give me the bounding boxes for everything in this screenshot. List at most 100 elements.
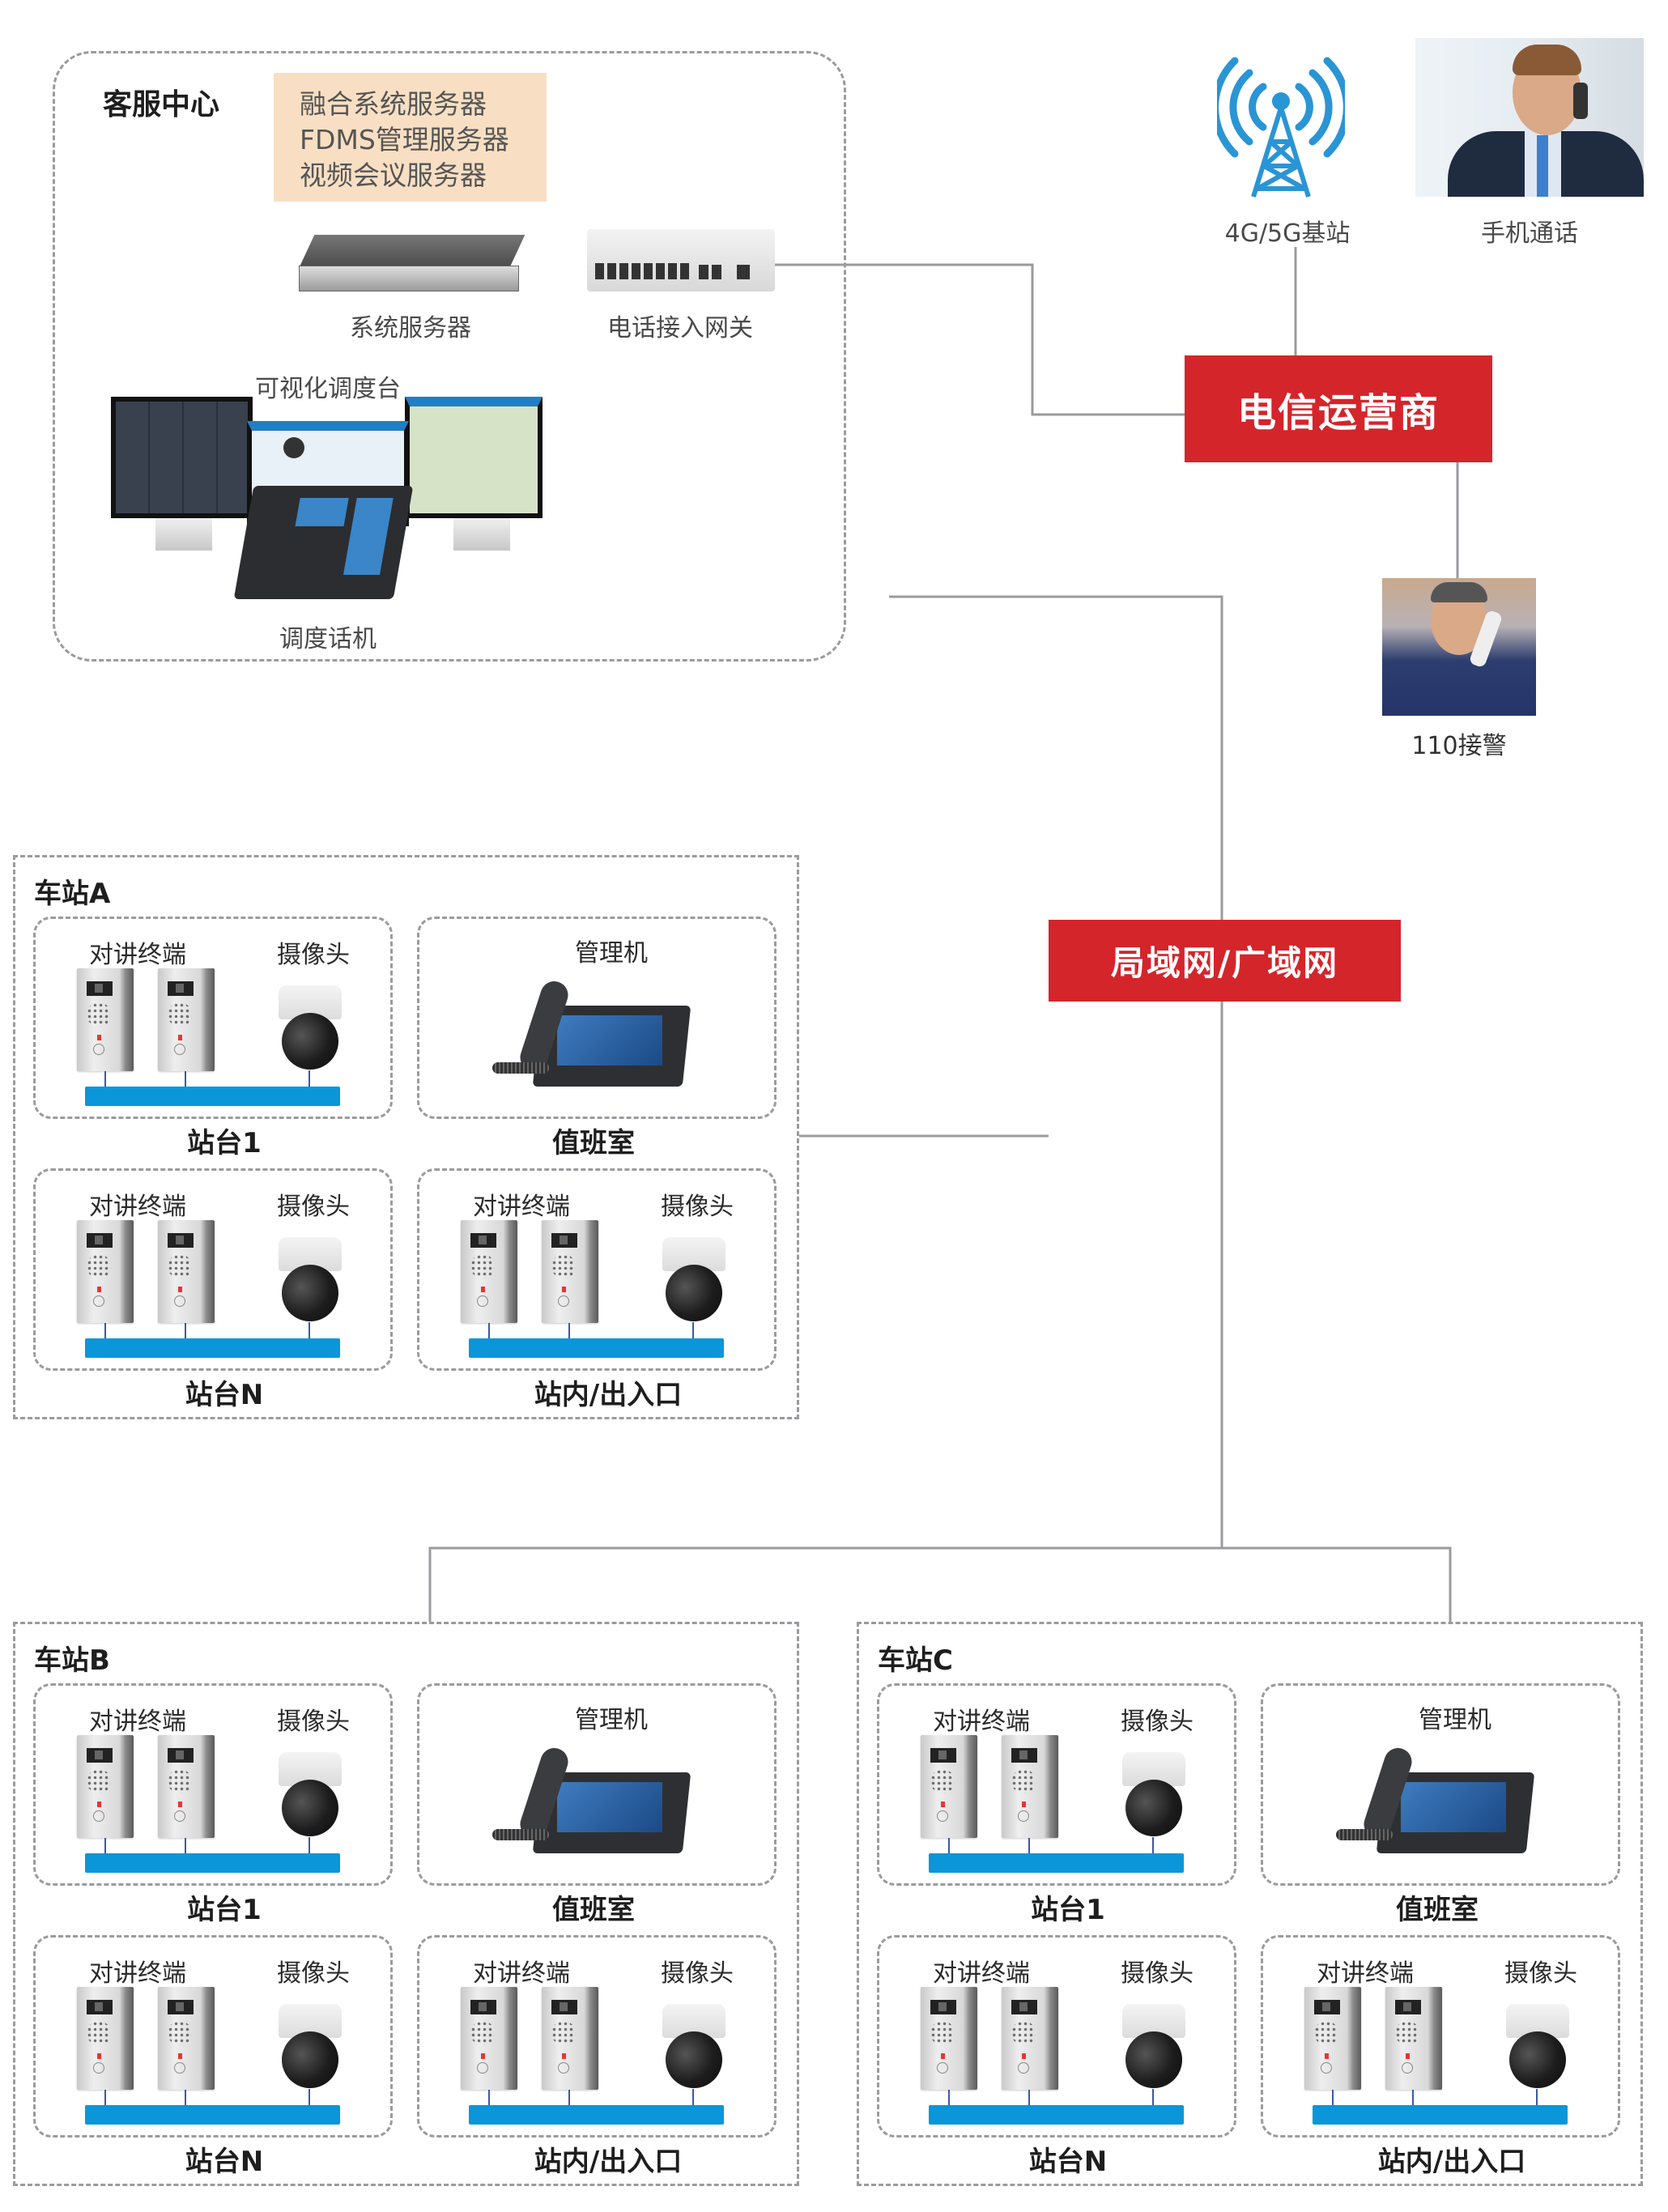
intercom-terminal-icon <box>158 1987 215 2090</box>
cable-line <box>104 1323 106 1339</box>
cable-line <box>104 1071 106 1087</box>
dispatch-phone-label: 调度话机 <box>279 625 377 653</box>
cable-line <box>948 2090 950 2106</box>
cable-line <box>488 1323 490 1339</box>
intercom-label: 对讲终端 <box>933 1708 1030 1736</box>
server-list-panel: 融合系统服务器 FDMS管理服务器 视频会议服务器 <box>274 73 547 202</box>
intercom-label: 对讲终端 <box>473 1959 570 1988</box>
dome-camera-icon <box>659 1237 729 1322</box>
cable-line <box>308 2089 310 2106</box>
system-server-icon <box>299 235 526 294</box>
camera-label: 摄像头 <box>661 1959 734 1988</box>
network-switch-bar <box>85 1338 340 1358</box>
network-switch-bar <box>85 1853 340 1873</box>
cable-line <box>308 1837 310 1854</box>
cable-line <box>692 2089 694 2106</box>
intercom-label: 对讲终端 <box>933 1959 1030 1988</box>
cable-line <box>488 2090 490 2106</box>
network-switch-bar <box>85 1087 340 1106</box>
network-switch-bar <box>1313 2105 1568 2125</box>
camera-label: 摄像头 <box>1121 1959 1194 1988</box>
dome-camera-icon <box>1119 2004 1189 2089</box>
management-phone-icon <box>488 1740 691 1860</box>
phone-gateway-icon <box>587 229 775 291</box>
platform-zone-frame <box>417 1935 777 2138</box>
platform-zone-frame <box>1261 1935 1620 2138</box>
camera-label: 摄像头 <box>277 1708 350 1736</box>
duty-room-frame <box>1261 1683 1620 1886</box>
dispatch-console-label: 可视化调度台 <box>255 375 401 403</box>
dome-camera-icon <box>1119 1752 1189 1837</box>
intercom-terminal-icon <box>542 1220 598 1323</box>
intercom-terminal-icon <box>77 1987 134 2090</box>
cable-line <box>1152 1837 1154 1854</box>
intercom-label: 对讲终端 <box>473 1193 570 1221</box>
phone-gateway-label: 电话接入网关 <box>607 314 753 342</box>
system-server-label: 系统服务器 <box>350 314 471 342</box>
cable-line <box>1332 2090 1334 2106</box>
platform-zone-frame <box>877 1935 1236 2138</box>
intercom-label: 对讲终端 <box>89 1708 186 1736</box>
zone-title: 值班室 <box>552 1894 635 1926</box>
line-branch-stations-bc <box>428 1546 1452 1622</box>
intercom-terminal-icon <box>158 1220 215 1323</box>
intercom-label: 对讲终端 <box>89 1193 186 1221</box>
zone-title: 值班室 <box>552 1127 635 1159</box>
platform-zone-frame <box>417 1168 777 1371</box>
dispatch-phone-icon <box>233 486 414 599</box>
cable-line <box>692 1322 694 1339</box>
camera-label: 摄像头 <box>277 1959 350 1988</box>
camera-label: 摄像头 <box>277 1193 350 1221</box>
monitor-stand-icon <box>155 518 212 551</box>
cable-line <box>1028 2090 1030 2106</box>
intercom-terminal-icon <box>1002 1735 1058 1838</box>
mobile-call-photo <box>1415 38 1644 197</box>
intercom-terminal-icon <box>77 1735 134 1838</box>
network-switch-bar <box>85 2105 340 2125</box>
cable-line <box>1412 2090 1414 2106</box>
platform-zone-frame <box>33 1935 393 2138</box>
dome-camera-icon <box>659 2004 729 2089</box>
service-center-frame <box>53 51 846 661</box>
cable-line <box>185 2090 186 2106</box>
intercom-terminal-icon <box>1385 1987 1442 2090</box>
network-switch-bar <box>929 2105 1184 2125</box>
zone-title: 站台1 <box>187 1894 262 1926</box>
cable-line <box>1028 1838 1030 1854</box>
carrier-box: 电信运营商 <box>1185 355 1492 462</box>
intercom-terminal-icon <box>1002 1987 1058 2090</box>
network-switch-bar <box>469 1338 724 1358</box>
management-phone-icon <box>1332 1740 1535 1860</box>
camera-label: 摄像头 <box>1121 1708 1194 1736</box>
network-switch-bar <box>469 2105 724 2125</box>
intercom-label: 对讲终端 <box>89 1959 186 1988</box>
line-service-center-to-lan <box>889 595 1223 1548</box>
service-center-title: 客服中心 <box>103 88 220 121</box>
zone-title: 站台N <box>185 2146 264 2178</box>
dome-camera-icon <box>1503 2004 1572 2089</box>
zone-title: 站内/出入口 <box>1377 2146 1526 2178</box>
monitor-icon <box>405 397 543 518</box>
cable-line <box>185 1071 186 1087</box>
station-frame <box>857 1622 1643 2186</box>
police-110-photo <box>1382 578 1536 716</box>
duty-room-frame <box>417 1683 777 1886</box>
camera-label: 摄像头 <box>277 941 350 969</box>
zone-title: 站内/出入口 <box>534 1379 683 1411</box>
intercom-terminal-icon <box>921 1987 977 2090</box>
server-list-item: 视频会议服务器 <box>300 160 487 191</box>
cable-line <box>1536 2089 1538 2106</box>
intercom-terminal-icon <box>542 1987 598 2090</box>
platform-zone-frame <box>33 1168 393 1371</box>
cable-line <box>308 1070 310 1087</box>
platform-zone-frame <box>33 917 393 1119</box>
management-phone-label: 管理机 <box>575 939 648 968</box>
monitor-stand-icon <box>453 518 510 551</box>
mobile-call-label: 手机通话 <box>1481 219 1578 248</box>
cable-line <box>1152 2089 1154 2106</box>
zone-title: 站内/出入口 <box>534 2146 683 2178</box>
intercom-terminal-icon <box>77 968 134 1071</box>
zone-title: 站台1 <box>1031 1894 1105 1926</box>
intercom-terminal-icon <box>1304 1987 1361 2090</box>
